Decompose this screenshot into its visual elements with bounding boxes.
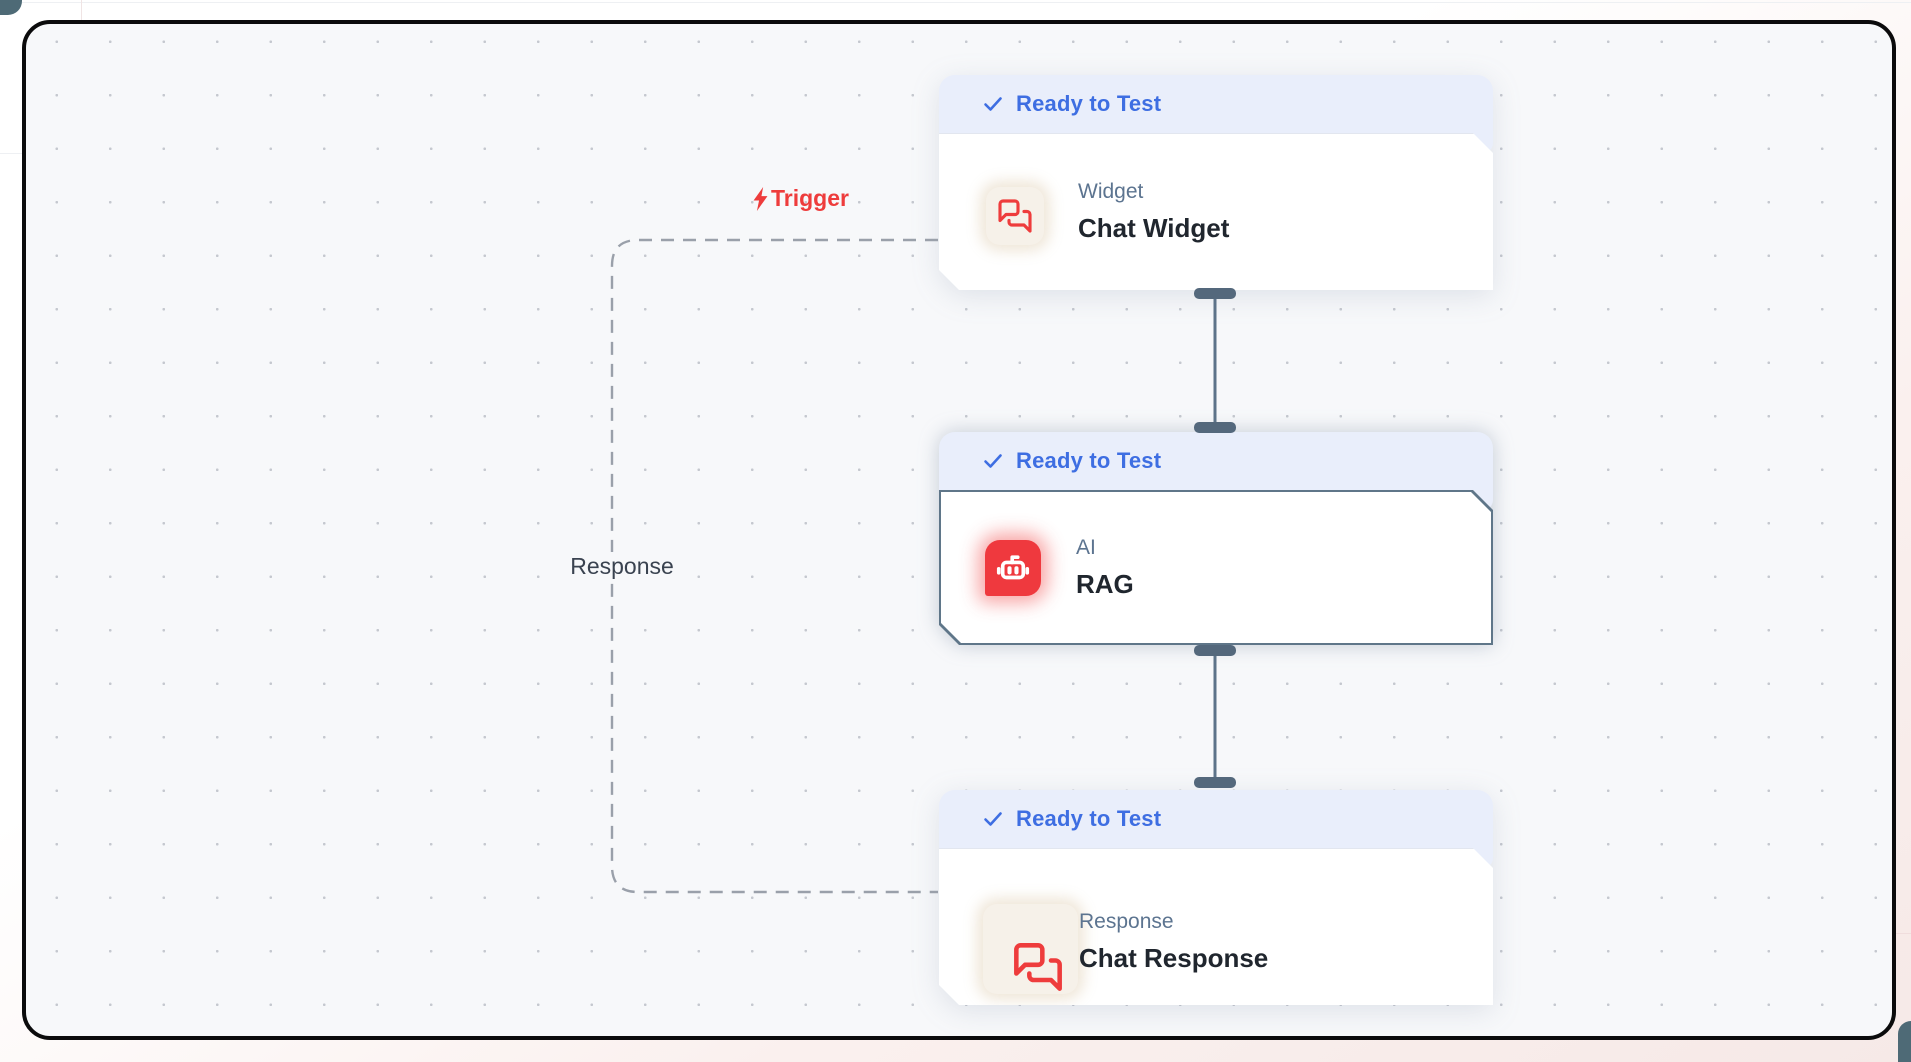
connection-handle[interactable] <box>1194 645 1236 656</box>
node-chat-response[interactable]: Ready to Test Response Chat Response <box>939 790 1493 1005</box>
node-type-label: Widget <box>1078 180 1144 203</box>
response-edge-label: Response <box>554 552 690 581</box>
background-grid-line <box>0 2 1911 3</box>
lightning-bolt-icon <box>753 186 768 211</box>
robot-icon <box>985 540 1041 596</box>
background-grid-line <box>0 153 22 154</box>
check-icon <box>984 97 1002 111</box>
node-title: Chat Widget <box>1078 213 1230 243</box>
node-rag[interactable]: Ready to Test AI RAG <box>939 432 1493 645</box>
background-grid-line <box>1896 933 1911 934</box>
node-body: Widget Chat Widget <box>939 133 1493 290</box>
node-chat-widget[interactable]: Ready to Test Widget Chat Widget <box>939 75 1493 290</box>
chat-bubbles-icon <box>986 187 1044 245</box>
check-icon <box>984 454 1002 468</box>
node-body: Response Chat Response <box>939 848 1493 1005</box>
flow-canvas[interactable]: Ready to Test Widget Chat Widget Ready t… <box>22 20 1896 1040</box>
node-status-label: Ready to Test <box>1016 806 1162 831</box>
node-type-label: AI <box>1076 536 1096 559</box>
node-selection-border: AI RAG <box>939 490 1493 645</box>
chat-bubbles-icon <box>983 904 1078 994</box>
node-type-label: Response <box>1079 910 1174 933</box>
node-body: AI RAG <box>941 492 1491 643</box>
node-status-label: Ready to Test <box>1016 448 1162 473</box>
background-grid-line <box>81 0 82 20</box>
check-icon <box>984 812 1002 826</box>
background-corner-shape <box>0 0 22 15</box>
node-title: RAG <box>1076 569 1134 599</box>
node-title: Chat Response <box>1079 943 1269 973</box>
trigger-edge-label: Trigger <box>752 185 849 212</box>
node-status-label: Ready to Test <box>1016 91 1162 116</box>
background-corner-shape <box>1898 1021 1911 1062</box>
connection-handle[interactable] <box>1194 777 1236 788</box>
